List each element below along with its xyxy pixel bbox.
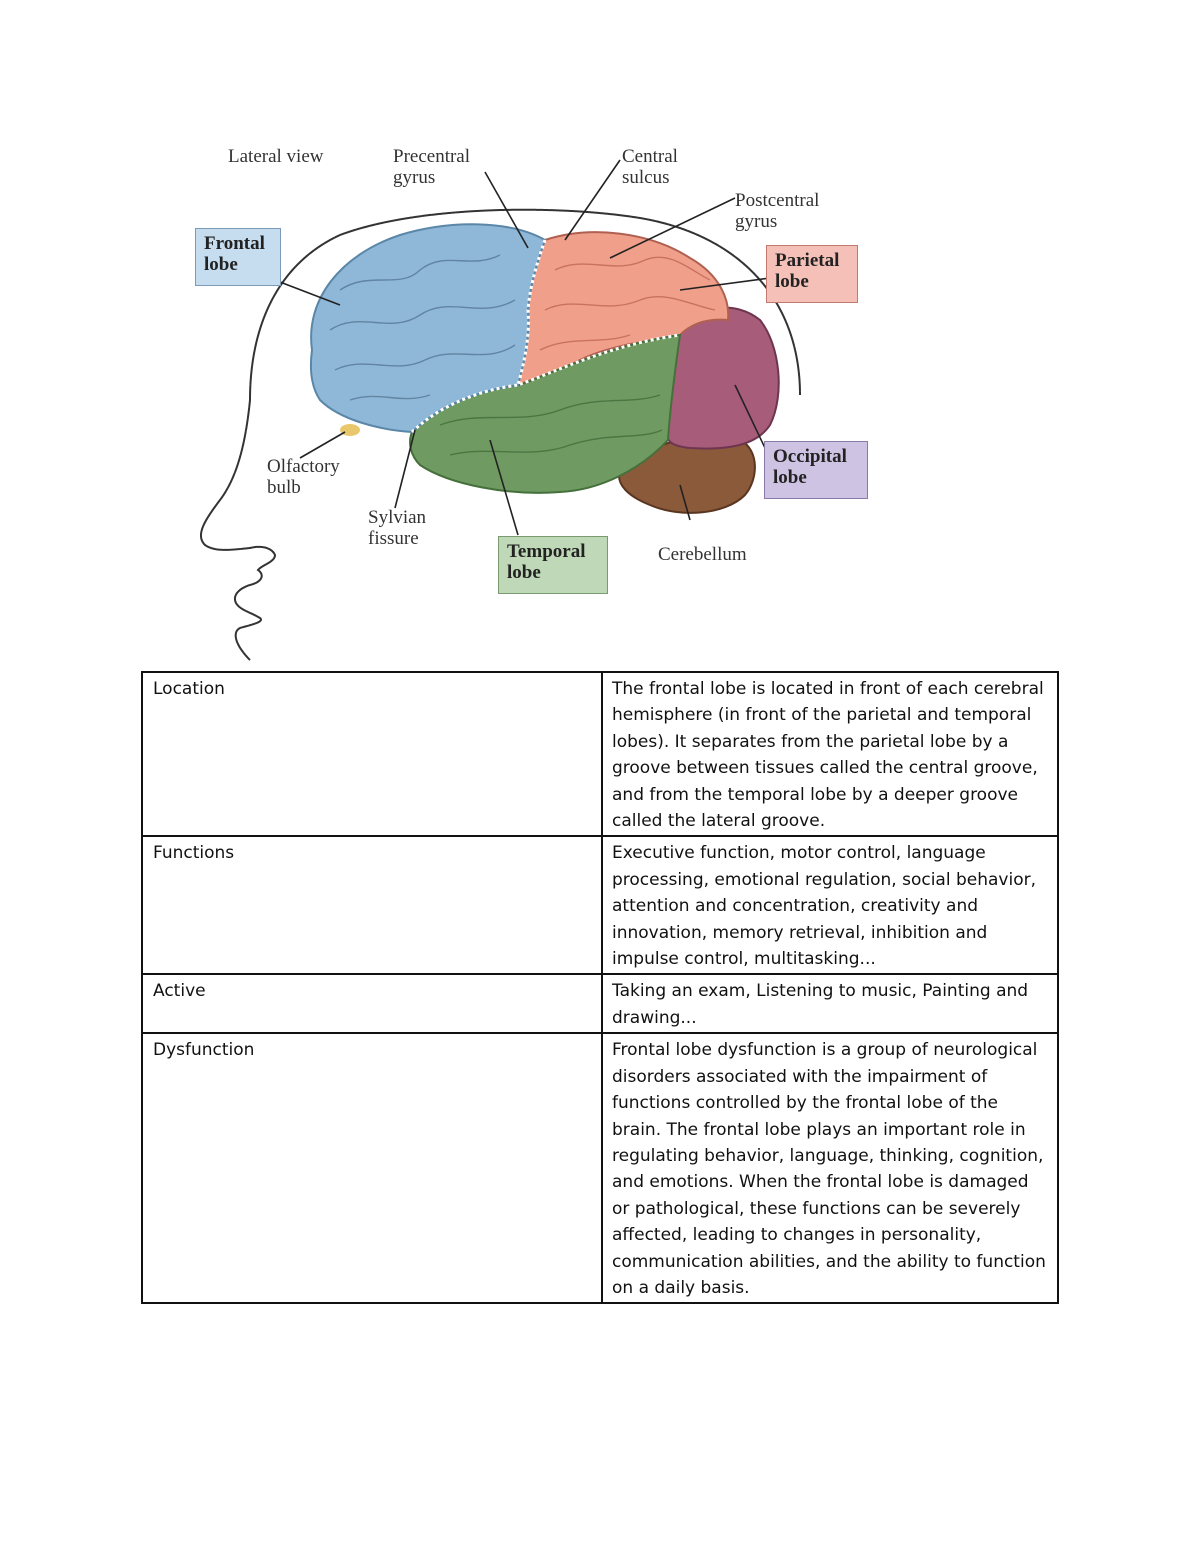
olfactory-bulb-shape [340,424,360,436]
row-value-functions: Executive function, motor control, langu… [601,835,1059,976]
leader-lines [279,159,771,536]
table-row: Dysfunction Frontal lobe dysfunction is … [141,1032,1059,1305]
view-label: Lateral view [228,146,324,167]
row-key-functions: Functions [141,835,603,976]
occipital-lobe-box: Occipital lobe [764,441,868,499]
central-sulcus-label: Central sulcus [622,146,678,188]
row-value-location: The frontal lobe is located in front of … [601,670,1059,838]
frontal-lobe-box: Frontal lobe [195,228,281,286]
frontal-lobe-table: Location The frontal lobe is located in … [141,670,1059,1305]
gyri-texture [329,254,516,401]
central-sulcus-line [516,239,547,386]
sylvian-fissure-line [410,333,681,434]
parietal-texture [539,256,716,351]
postcentral-gyrus-label: Postcentral gyrus [735,190,820,232]
precentral-gyrus-label: Precentral gyrus [393,146,471,188]
brain-illustration [200,159,801,661]
row-key-location: Location [141,670,603,838]
sylvian-fissure-label: Sylvian fissure [368,507,427,549]
parietal-lobe-box: Parietal lobe [766,245,858,303]
olfactory-bulb-label: Olfactory bulb [267,456,340,498]
row-value-active: Taking an exam, Listening to music, Pain… [601,973,1059,1035]
cerebellum-label: Cerebellum [658,544,747,565]
row-value-dysfunction: Frontal lobe dysfunction is a group of n… [601,1032,1059,1305]
table-row: Location The frontal lobe is located in … [141,670,1059,838]
table-row: Active Taking an exam, Listening to musi… [141,973,1059,1035]
temporal-lobe-box: Temporal lobe [498,536,608,594]
head-outline [200,208,801,661]
row-key-dysfunction: Dysfunction [141,1032,603,1305]
row-key-active: Active [141,973,603,1035]
brain-diagram: Lateral view Precentral gyrus Central su… [0,0,1200,665]
temporal-texture [439,394,663,456]
table-row: Functions Executive function, motor cont… [141,835,1059,976]
